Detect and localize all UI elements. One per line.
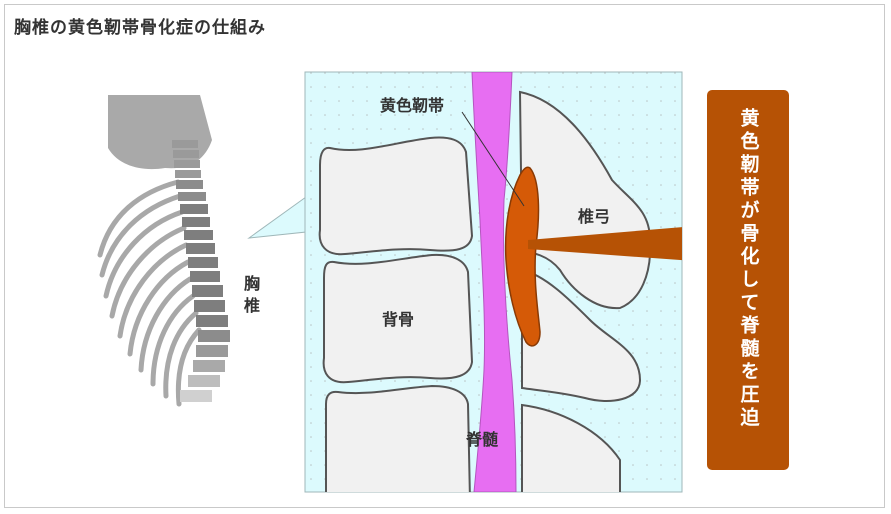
page-title: 胸椎の黄色靭帯骨化症の仕組み [14,18,266,38]
vertebrae-column [172,140,230,402]
callout-connector [528,227,682,261]
label-vertebral-body: 背骨 [382,310,414,329]
label-thoracic-spine-line1: 胸 [244,274,260,293]
callout-box: 黄色靭帯が骨化して脊髄を圧迫 [707,90,789,470]
callout-text: 黄色靭帯が骨化して脊髄を圧迫 [737,108,760,430]
ligament-leader-line [461,111,525,207]
zoom-panel [304,71,683,493]
skeleton-silhouette [97,95,230,407]
label-thoracic-spine-line2: 椎 [244,296,260,315]
label-ligamentum-flavum: 黄色靭帯 [380,96,444,115]
lowest-arch-shape [521,403,621,492]
label-spinal-cord: 脊髄 [465,430,498,449]
zoom-pointer [247,196,307,239]
vertebral-body-upper [318,136,474,256]
ribs [97,179,202,407]
lower-arch-shape [521,268,642,402]
vertebral-body-middle [322,253,474,384]
vertebral-body-lower [325,384,471,492]
label-vertebral-arch: 椎弓 [578,207,610,226]
